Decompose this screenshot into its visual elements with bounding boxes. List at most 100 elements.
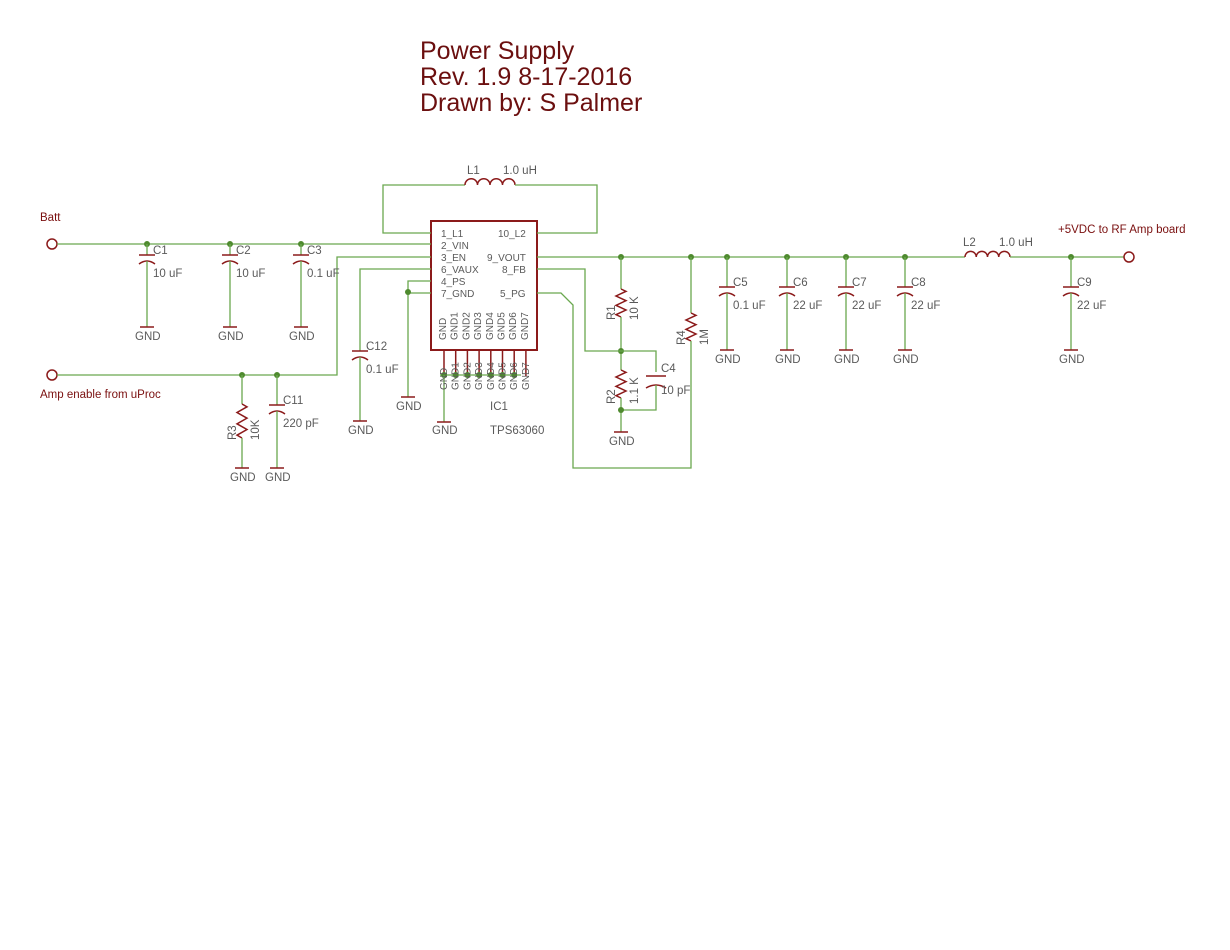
capacitor-value: 0.1 uF bbox=[307, 268, 340, 280]
ic1-pin-label: 9_VOUT bbox=[487, 253, 526, 264]
junction-dot bbox=[499, 372, 506, 378]
capacitor-value: 0.1 uF bbox=[733, 300, 766, 312]
junction-dot bbox=[511, 372, 518, 378]
l2-value: 1.0 uH bbox=[999, 237, 1033, 249]
r1-ref: R1 bbox=[606, 305, 618, 320]
r4-ref: R4 bbox=[676, 330, 688, 345]
capacitor-ref: C7 bbox=[852, 277, 867, 289]
ic1-pin-label: 7_GND bbox=[441, 289, 474, 300]
capacitor-ref: C12 bbox=[366, 341, 387, 353]
gnd-label: GND bbox=[432, 425, 458, 437]
vaux-net bbox=[359, 268, 431, 340]
ic1-pin-label: 5_PG bbox=[500, 289, 526, 300]
gnd-label: GND bbox=[289, 331, 315, 343]
gnd-label: GND bbox=[348, 425, 374, 437]
capacitor-value: 22 uF bbox=[793, 300, 822, 312]
junction-dot bbox=[405, 289, 411, 295]
r2-ref: R2 bbox=[606, 389, 618, 404]
c4-value: 10 pF bbox=[661, 385, 690, 397]
ic1-pin-label: 8_FB bbox=[502, 265, 526, 276]
r4-body bbox=[684, 312, 698, 342]
gnd-label: GND bbox=[230, 472, 256, 484]
ic1-bottom-pin-label: GND7 bbox=[520, 312, 531, 340]
gnd-label: GND bbox=[893, 354, 919, 366]
ic1-bottom-pin-label: GND3 bbox=[473, 312, 484, 340]
capacitor-value: 10 uF bbox=[153, 268, 182, 280]
r1-value: 10 K bbox=[629, 296, 641, 320]
junction-dot bbox=[476, 372, 483, 378]
gnd-label: GND bbox=[775, 354, 801, 366]
r3-ref: R3 bbox=[227, 425, 239, 440]
enable-net bbox=[57, 256, 431, 376]
capacitor-value: 22 uF bbox=[1077, 300, 1106, 312]
gnd-label: GND bbox=[396, 401, 422, 413]
l2-coil bbox=[964, 250, 1011, 258]
ic1-pin-label: 6_VAUX bbox=[441, 265, 479, 276]
capacitor-value: 220 pF bbox=[283, 418, 319, 430]
ic1-gnd-pin-label: GND3 bbox=[474, 362, 485, 390]
gnd-label: GND bbox=[834, 354, 860, 366]
ic1-gnd-pin-label: GND7 bbox=[521, 362, 532, 390]
batt-net-label: Batt bbox=[40, 212, 61, 224]
capacitor-ref: C2 bbox=[236, 245, 251, 257]
title-block: Power Supply Rev. 1.9 8-17-2016 Drawn by… bbox=[420, 38, 642, 116]
l1-sw-net bbox=[382, 184, 465, 234]
r2-body bbox=[614, 369, 628, 399]
ic1-ref: IC1 bbox=[490, 401, 508, 413]
ic1-gnd-pin-label: GND5 bbox=[498, 362, 509, 390]
capacitor-ref: C1 bbox=[153, 245, 168, 257]
capacitor-value: 10 uF bbox=[236, 268, 265, 280]
title-line-1: Power Supply bbox=[420, 37, 575, 65]
r2-value: 1.1 K bbox=[629, 377, 641, 404]
ic1-bottom-pin-label: GND4 bbox=[485, 312, 496, 340]
ic1-bottom-pin-label: GND bbox=[438, 318, 449, 340]
gnd-label: GND bbox=[135, 331, 161, 343]
ic1-bottom-pin-label: GND6 bbox=[508, 312, 519, 340]
ic1-bottom-pin-label: GND2 bbox=[461, 312, 472, 340]
capacitor-ref: C11 bbox=[283, 395, 303, 407]
gnd-label: GND bbox=[218, 331, 244, 343]
enable-net-label: Amp enable from uProc bbox=[40, 389, 161, 401]
batt-terminal bbox=[46, 238, 58, 250]
enable-terminal bbox=[46, 369, 58, 381]
ic1-gnd-pin-label: GND6 bbox=[509, 362, 520, 390]
ic1-body bbox=[430, 220, 538, 351]
title-line-2: Rev. 1.9 8-17-2016 bbox=[420, 63, 633, 91]
ic1-value: TPS63060 bbox=[490, 425, 544, 437]
ic1-gnd-pin-label: GND bbox=[439, 368, 450, 390]
l1-value: 1.0 uH bbox=[503, 165, 537, 177]
ic1-pin-label: 10_L2 bbox=[498, 229, 526, 240]
gnd-label: GND bbox=[715, 354, 741, 366]
ic1-gnd-pin-label: GND2 bbox=[462, 362, 473, 390]
l1-ref: L1 bbox=[467, 165, 480, 177]
l2-ref: L2 bbox=[963, 237, 976, 249]
c4-lead bbox=[621, 350, 657, 372]
parts-layer bbox=[46, 178, 1135, 469]
title-line-3: Drawn by: S Palmer bbox=[420, 89, 643, 117]
ic1-pin-label: 3_EN bbox=[441, 253, 466, 264]
ic1-pin-label: 4_PS bbox=[441, 277, 466, 288]
capacitor-value: 0.1 uF bbox=[366, 364, 399, 376]
capacitor-value: 22 uF bbox=[852, 300, 881, 312]
c4-ref: C4 bbox=[661, 363, 676, 375]
ic1-gnd-pin-label: GND4 bbox=[486, 362, 497, 390]
ic1-pin-label: 2_VIN bbox=[441, 241, 469, 252]
pg-net bbox=[537, 292, 692, 469]
junction-dot bbox=[452, 372, 459, 378]
l2-sw-net bbox=[515, 184, 598, 234]
text-layer: 1_L12_VIN3_EN6_VAUX4_PS7_GND10_L29_VOUT8… bbox=[40, 165, 1186, 484]
ic1-gnd-pin-label: GND1 bbox=[451, 362, 462, 390]
r3-body bbox=[235, 403, 249, 439]
gnd-label: GND bbox=[265, 472, 291, 484]
c4-lead bbox=[621, 385, 657, 411]
capacitor-ref: C6 bbox=[793, 277, 808, 289]
junction-dot bbox=[487, 372, 494, 378]
junction-dot bbox=[618, 407, 624, 413]
ps-net bbox=[407, 280, 431, 397]
ic1-bottom-pin-label: GND5 bbox=[497, 312, 508, 340]
vout-net-label: +5VDC to RF Amp board bbox=[1058, 224, 1186, 236]
capacitor-value: 22 uF bbox=[911, 300, 940, 312]
capacitor-ref: C8 bbox=[911, 277, 926, 289]
junction-dot bbox=[464, 372, 471, 378]
